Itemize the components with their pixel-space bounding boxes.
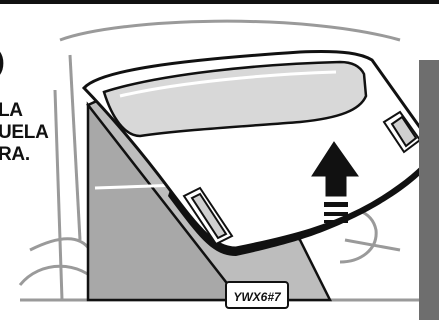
instruction-line: RA. (0, 144, 118, 166)
instruction-line: UELA (0, 122, 118, 144)
license-plate-text: YWX6#7 (233, 290, 282, 304)
instruction-line: LA (0, 100, 118, 122)
step-marker: ) (0, 46, 5, 77)
instruction-text: LA UELA RA. (0, 100, 118, 166)
side-tab (419, 60, 439, 320)
license-plate: YWX6#7 (226, 282, 288, 308)
